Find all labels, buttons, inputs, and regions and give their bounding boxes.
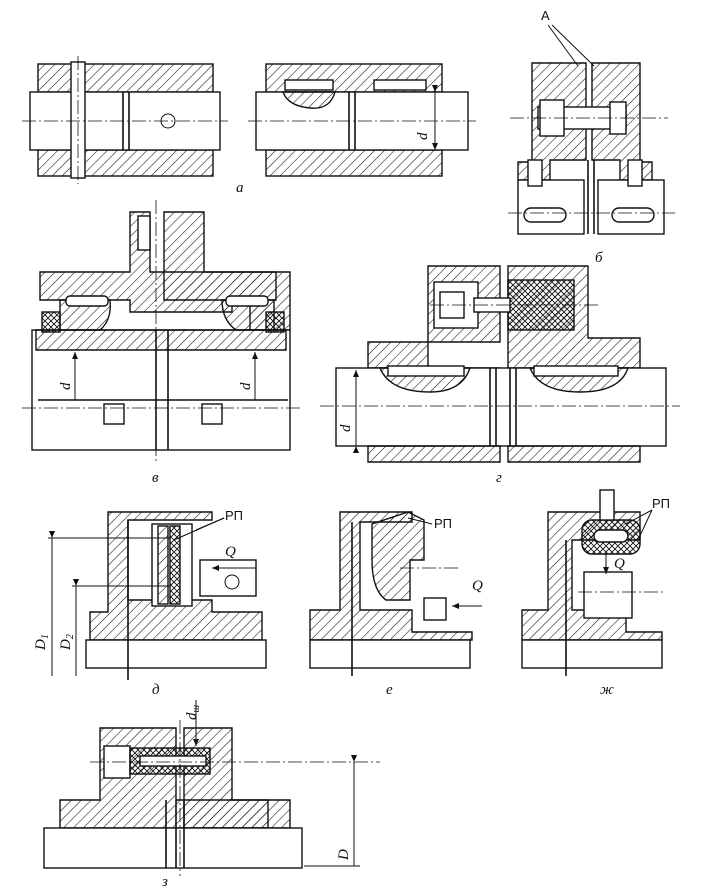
force-label-Q-d: Q [225,544,236,560]
diameter-label-D2: D2 [58,634,76,651]
diameter-label-D: D [336,849,352,861]
figure-label-a: а [236,180,244,196]
figure-label-z: з [161,874,168,890]
figure-d-friction-coupling: РП Q D1 D2 д [33,508,267,698]
figure-label-b: б [595,250,603,266]
label-RP-d: РП [225,508,243,523]
figure-e-jaw-coupling: РП Q е [309,511,483,698]
figure-z-shear-pin-coupling: dш D з [43,700,380,890]
annotation-A: А [541,8,550,23]
figure-label-e: е [386,682,393,698]
diameter-label-g: d [338,424,354,432]
figure-v-gear-coupling: d d в [22,200,300,486]
label-RP-e: РП [434,516,452,531]
diameter-label-D1: D1 [33,634,51,651]
force-label-Q-e: Q [472,578,483,594]
figure-a-key-coupling: d а [236,63,476,196]
label-RP-zh: РП [652,496,670,511]
figure-label-d: д [152,682,160,698]
figure-label-v: в [152,470,159,486]
figure-g-pin-bush-coupling: d г [320,265,680,486]
force-label-Q-zh: Q [614,556,625,572]
diameter-label-a: d [415,132,431,140]
figure-b-flange-coupling: А б [508,8,675,266]
diameter-label-v1: d [58,382,74,390]
figure-label-zh: ж [600,682,614,698]
figure-label-g: г [496,470,502,486]
diameter-label-dsh: dш [184,705,202,721]
figure-zh-ring-coupling: РП Q ж [521,489,670,698]
diameter-label-v2: d [238,382,254,390]
figure-a-pin-coupling [22,56,228,184]
